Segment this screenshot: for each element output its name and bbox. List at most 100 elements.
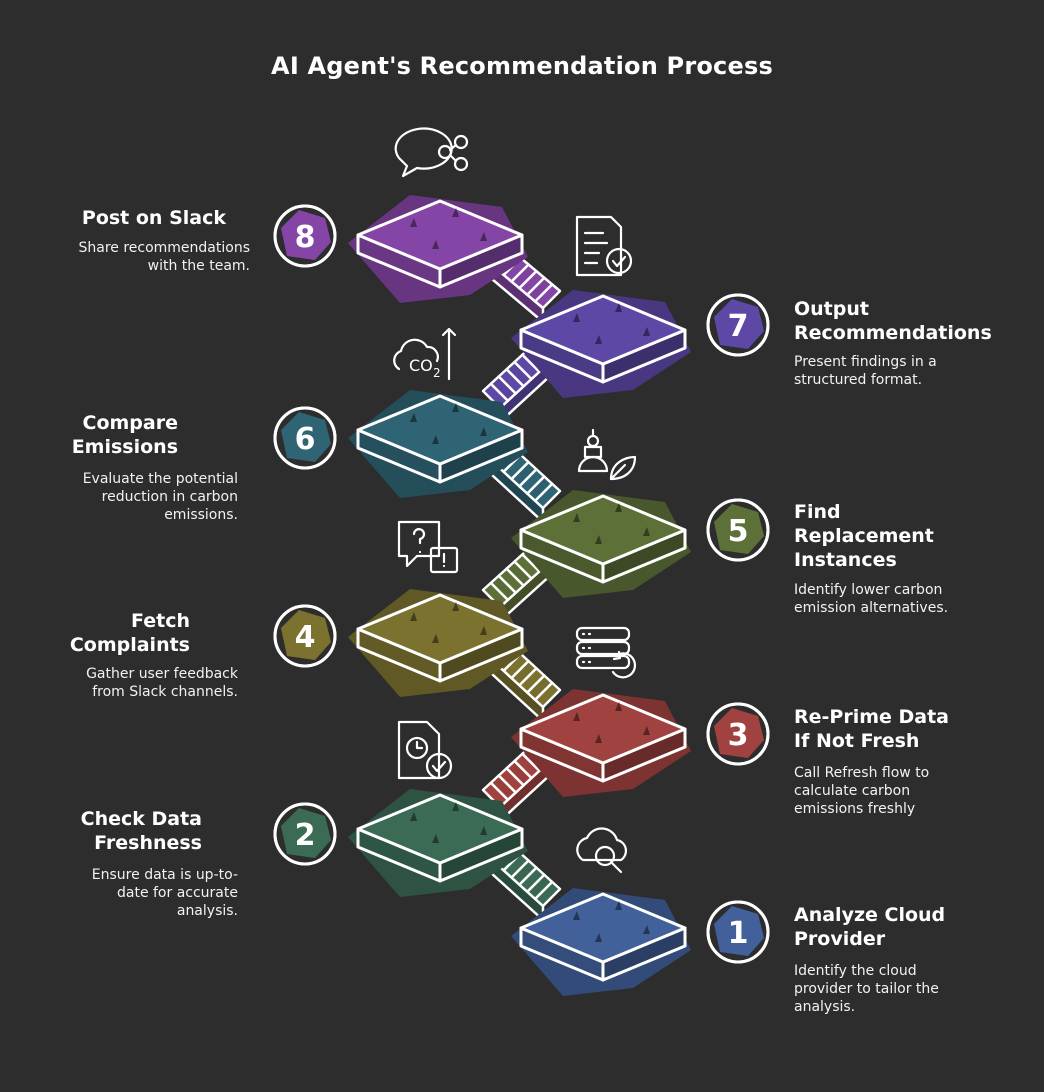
platform-step-7 [511,290,691,398]
step-title-line: Provider [794,928,886,950]
step-title-line: Complaints [69,634,190,656]
step-description-line: calculate carbon [794,783,911,799]
step-title-line: Emissions [71,436,178,458]
platform-texture [410,413,417,422]
platform-texture [432,240,439,249]
step-description-line: Present findings in a [794,354,937,370]
platform-step-6 [348,390,528,498]
step-badge-4: 4 [273,604,337,668]
step-badge-fill [714,906,764,956]
step-description-line: emissions freshly [794,801,916,817]
step-badge-fill [281,808,331,858]
platform-texture [452,403,459,412]
platform-texture [615,702,622,711]
platform-texture [452,602,459,611]
platform-top [519,892,687,964]
step-description-line: Identify lower carbon [794,582,943,598]
co2-label: CO [409,356,433,375]
step-badge-fill [714,504,764,554]
platform-texture [432,834,439,843]
platform-top [519,494,687,566]
step-title-line: Post on Slack [81,207,226,229]
step-description-line: analysis. [176,903,238,919]
step-badge-outline [273,204,337,268]
step-description-line: Call Refresh flow to [794,765,930,781]
platform-texture [595,933,602,942]
step-badge-8: 8 [273,204,337,268]
platform-texture [480,826,487,835]
step-title-line: Check Data [80,808,202,830]
step-description-line: emission alternatives. [794,600,949,616]
step-badge-outline [706,498,770,562]
step-title-line: Re-Prime Data [794,706,950,728]
step-badge-1: 1 [706,900,770,964]
platform-step-1 [511,888,691,996]
step-title-line: If Not Fresh [794,730,920,752]
co2-subscript: 2 [433,366,441,380]
step-badge-7: 7 [706,293,770,357]
platform-step-2 [348,789,528,897]
step-description-line: Gather user feedback [86,666,238,682]
platform-texture [573,313,580,322]
step-description-line: Identify the cloud [794,963,917,979]
platform-texture [615,901,622,910]
step-number: 7 [728,309,749,344]
step-description-line: provider to tailor the [794,981,939,997]
step-number: 5 [728,514,749,549]
step-description-line: structured format. [794,372,923,388]
platform-texture [595,734,602,743]
platform-texture [410,812,417,821]
platform-top [519,693,687,765]
platform-texture [573,712,580,721]
step-description-line: from Slack channels. [92,684,238,700]
platform-texture [643,726,650,735]
step-number: 3 [728,718,749,753]
step-description-line: Share recommendations [78,240,250,256]
step-badge-outline [706,900,770,964]
platform-top [519,294,687,366]
step-title-line: Find [794,501,841,523]
platform-top [356,394,524,466]
step-title-line: Compare [82,412,178,434]
platform-texture [573,513,580,522]
step-badge-fill [281,210,331,260]
step-description-line: emissions. [164,507,238,523]
step-badge-fill [281,610,331,660]
chat-share-icon [394,127,469,178]
platform-texture [410,612,417,621]
platform-step-4 [348,589,528,697]
platform-texture [480,427,487,436]
step-badge-outline [706,293,770,357]
platform-texture [643,925,650,934]
step-description-line: date for accurate [116,885,238,901]
platform-texture [432,634,439,643]
step-badge-5: 5 [706,498,770,562]
step-badge-outline [273,802,337,866]
bulb-leaf-icon [577,428,637,481]
platform-top [356,793,524,865]
platform-step-5 [511,490,691,598]
step-number: 8 [295,220,316,255]
step-badge-3: 3 [706,702,770,766]
step-badge-outline [273,406,337,470]
cloud-search-icon [576,827,628,874]
platform-texture [432,435,439,444]
platform-texture [452,208,459,217]
platform-step-8 [348,195,528,303]
platform-texture [615,503,622,512]
step-description-line: Evaluate the potential [82,471,238,487]
platform-texture [410,218,417,227]
step-badge-2: 2 [273,802,337,866]
step-title-line: Instances [794,549,897,571]
question-chat-icon [397,520,459,574]
